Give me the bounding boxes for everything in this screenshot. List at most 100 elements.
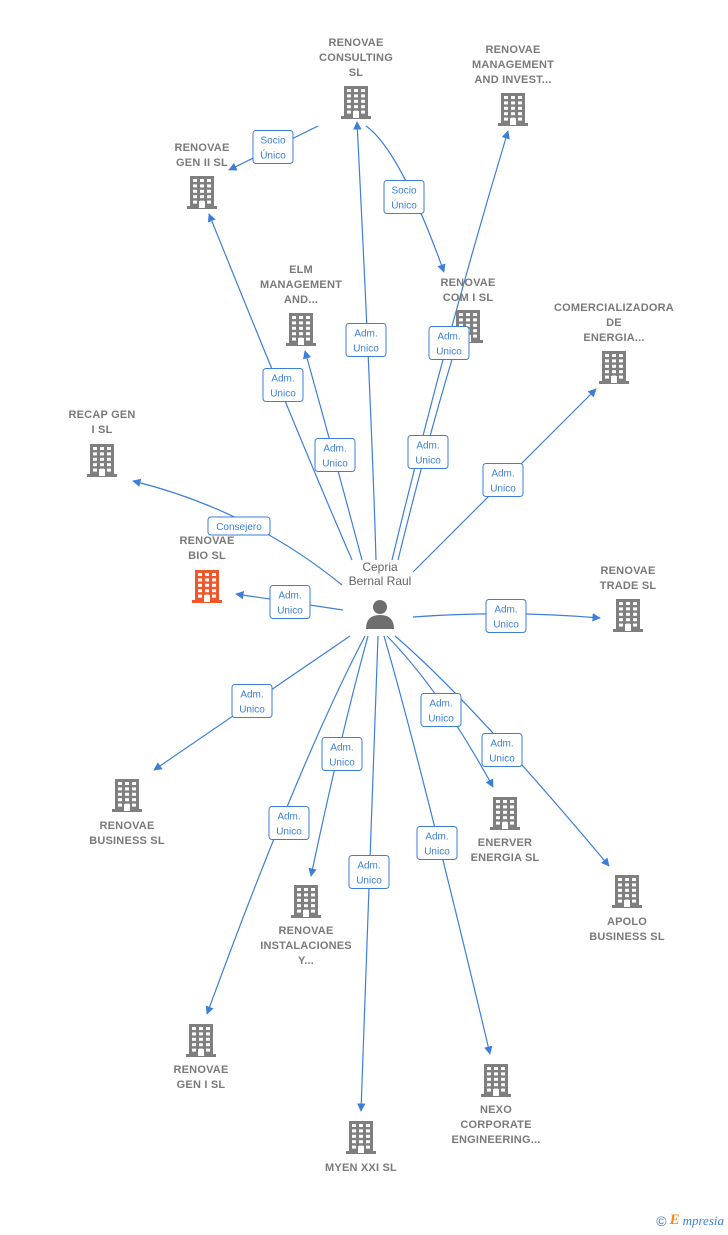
edge-label-cepria-to-enerver[interactable]: Adm.Unico bbox=[420, 693, 462, 727]
edge-cepria-to-nexo bbox=[383, 635, 493, 1055]
edge-cepria-to-gen2 bbox=[207, 213, 353, 561]
edge-label-text: Unico bbox=[239, 705, 265, 716]
edge-label-text: Adm. bbox=[240, 690, 263, 701]
company-name-label: RENOVAE bbox=[329, 37, 384, 49]
edge-label-box bbox=[262, 368, 304, 402]
company-name-label: CORPORATE bbox=[460, 1119, 531, 1131]
edge-label-cepria-to-com1[interactable]: Adm.Unico bbox=[428, 326, 470, 360]
company-name-label: MYEN XXI SL bbox=[325, 1162, 397, 1174]
edge-label-text: Adm. bbox=[323, 444, 346, 455]
company-name-label: DE bbox=[606, 317, 622, 329]
edge-label-text: Unico bbox=[356, 876, 382, 887]
company-name-label: RENOVAE bbox=[601, 565, 656, 577]
edge-label-text: Adm. bbox=[491, 469, 514, 480]
edge-label-text: Único bbox=[260, 149, 286, 162]
edge-label-text: Adm. bbox=[277, 812, 300, 823]
edge-label-box bbox=[485, 599, 527, 633]
company-name-label: COM I SL bbox=[443, 292, 494, 304]
company-name-label: BUSINESS SL bbox=[89, 835, 165, 847]
edge-label-cepria-to-bio[interactable]: Adm.Unico bbox=[269, 585, 311, 619]
company-name-label: CONSULTING bbox=[319, 52, 393, 64]
edge-label-text: Unico bbox=[436, 347, 462, 358]
company-name-label: APOLO bbox=[607, 916, 647, 928]
company-name-label: GEN II SL bbox=[176, 157, 228, 169]
edge-label-text: Unico bbox=[270, 389, 296, 400]
company-name-label: RECAP GEN bbox=[69, 409, 136, 421]
edge-label-box bbox=[314, 438, 356, 472]
edge-label-cepria-to-nexo[interactable]: Adm.Unico bbox=[416, 826, 458, 860]
company-node-elm[interactable]: ELMMANAGEMENTAND... bbox=[260, 264, 342, 346]
edge-label-cepria-to-myen[interactable]: Adm. Unico bbox=[348, 855, 390, 889]
edge-label-text: Unico bbox=[428, 714, 454, 725]
company-name-label: GEN I SL bbox=[177, 1079, 226, 1091]
company-name-label: RENOVAE bbox=[486, 44, 541, 56]
edge-label-box bbox=[321, 737, 363, 771]
edge-label-cepria-to-trade[interactable]: Adm. Unico bbox=[485, 599, 527, 633]
edge-label-box bbox=[482, 463, 524, 497]
company-name-label: AND INVEST... bbox=[474, 74, 551, 86]
edge-label-text: Unico bbox=[493, 620, 519, 631]
company-node-instalaciones[interactable]: RENOVAEINSTALACIONESY... bbox=[260, 885, 352, 967]
edge-label-box bbox=[345, 323, 387, 357]
edge-label-cepria-to-elm[interactable]: Adm.Unico bbox=[314, 438, 356, 472]
company-name-label: RENOVAE bbox=[279, 925, 334, 937]
company-node-nexo[interactable]: NEXOCORPORATEENGINEERING... bbox=[452, 1064, 541, 1146]
edge-label-text: Consejero bbox=[216, 522, 262, 533]
edge-label-cepria-to-gen1[interactable]: Adm.Unico bbox=[268, 806, 310, 840]
company-node-business[interactable]: RENOVAE BUSINESS SL bbox=[89, 779, 165, 847]
edge-label-box bbox=[481, 733, 523, 767]
edge-label-cepria-to-instalaciones[interactable]: Adm.Unico bbox=[321, 737, 363, 771]
company-name-label: RENOVAE bbox=[180, 535, 235, 547]
edge-label-text: Adm. bbox=[330, 743, 353, 754]
edge-label-text: Unico bbox=[277, 606, 303, 617]
building-icon bbox=[291, 885, 321, 918]
building-icon bbox=[87, 444, 117, 477]
edge-label-text: Adm. bbox=[494, 605, 517, 616]
edge-label-box bbox=[383, 180, 425, 214]
company-name-label: ENGINEERING... bbox=[452, 1134, 541, 1146]
edge-label-text: Adm. bbox=[490, 739, 513, 750]
edge-label-cepria-to-consulting[interactable]: Adm.Unico bbox=[345, 323, 387, 357]
person-icon bbox=[366, 600, 394, 629]
edge-label-cepria-to-apolo[interactable]: Adm.Unico bbox=[481, 733, 523, 767]
edge-label-box bbox=[231, 684, 273, 718]
edge-label-text: Adm. bbox=[416, 441, 439, 452]
person-name-label: Bernal Raul bbox=[349, 574, 412, 588]
company-name-label: TRADE SL bbox=[600, 580, 657, 592]
nodes-layer: RENOVAECONSULTINGSLRENOVAEMANAGEMENTAND … bbox=[69, 37, 674, 1174]
company-node-myen[interactable]: MYEN XXI SL bbox=[325, 1121, 397, 1174]
company-name-label: INSTALACIONES bbox=[260, 940, 352, 952]
company-name-label: MANAGEMENT bbox=[260, 279, 342, 291]
edge-label-cepria-to-business[interactable]: Adm. Unico bbox=[231, 684, 273, 718]
company-name-label: RENOVAE bbox=[100, 820, 155, 832]
building-icon bbox=[187, 176, 217, 209]
edge-label-cepria-to-recap[interactable]: Consejero bbox=[207, 516, 271, 536]
edge-label-box bbox=[428, 326, 470, 360]
company-node-trade[interactable]: RENOVAE TRADE SL bbox=[600, 565, 657, 632]
building-icon bbox=[186, 1024, 216, 1057]
edge-label-box bbox=[407, 435, 449, 469]
company-name-label: ENERVER bbox=[478, 837, 532, 849]
building-icon bbox=[599, 351, 629, 384]
edge-label-cepria-to-gen2[interactable]: Adm.Unico bbox=[262, 368, 304, 402]
company-node-comercializadora[interactable]: COMERCIALIZADORADEENERGIA... bbox=[554, 302, 674, 384]
edge-label-cepria-to-management[interactable]: Adm.Unico bbox=[407, 435, 449, 469]
edge-consulting-to-com1 bbox=[365, 125, 446, 273]
edge-label-text: Adm. bbox=[357, 861, 380, 872]
edge-label-box bbox=[252, 130, 294, 164]
edge-label-text: Unico bbox=[490, 484, 516, 495]
edge-label-text: Unico bbox=[424, 847, 450, 858]
edge-label-cepria-to-comercializadora[interactable]: Adm. Unico bbox=[482, 463, 524, 497]
